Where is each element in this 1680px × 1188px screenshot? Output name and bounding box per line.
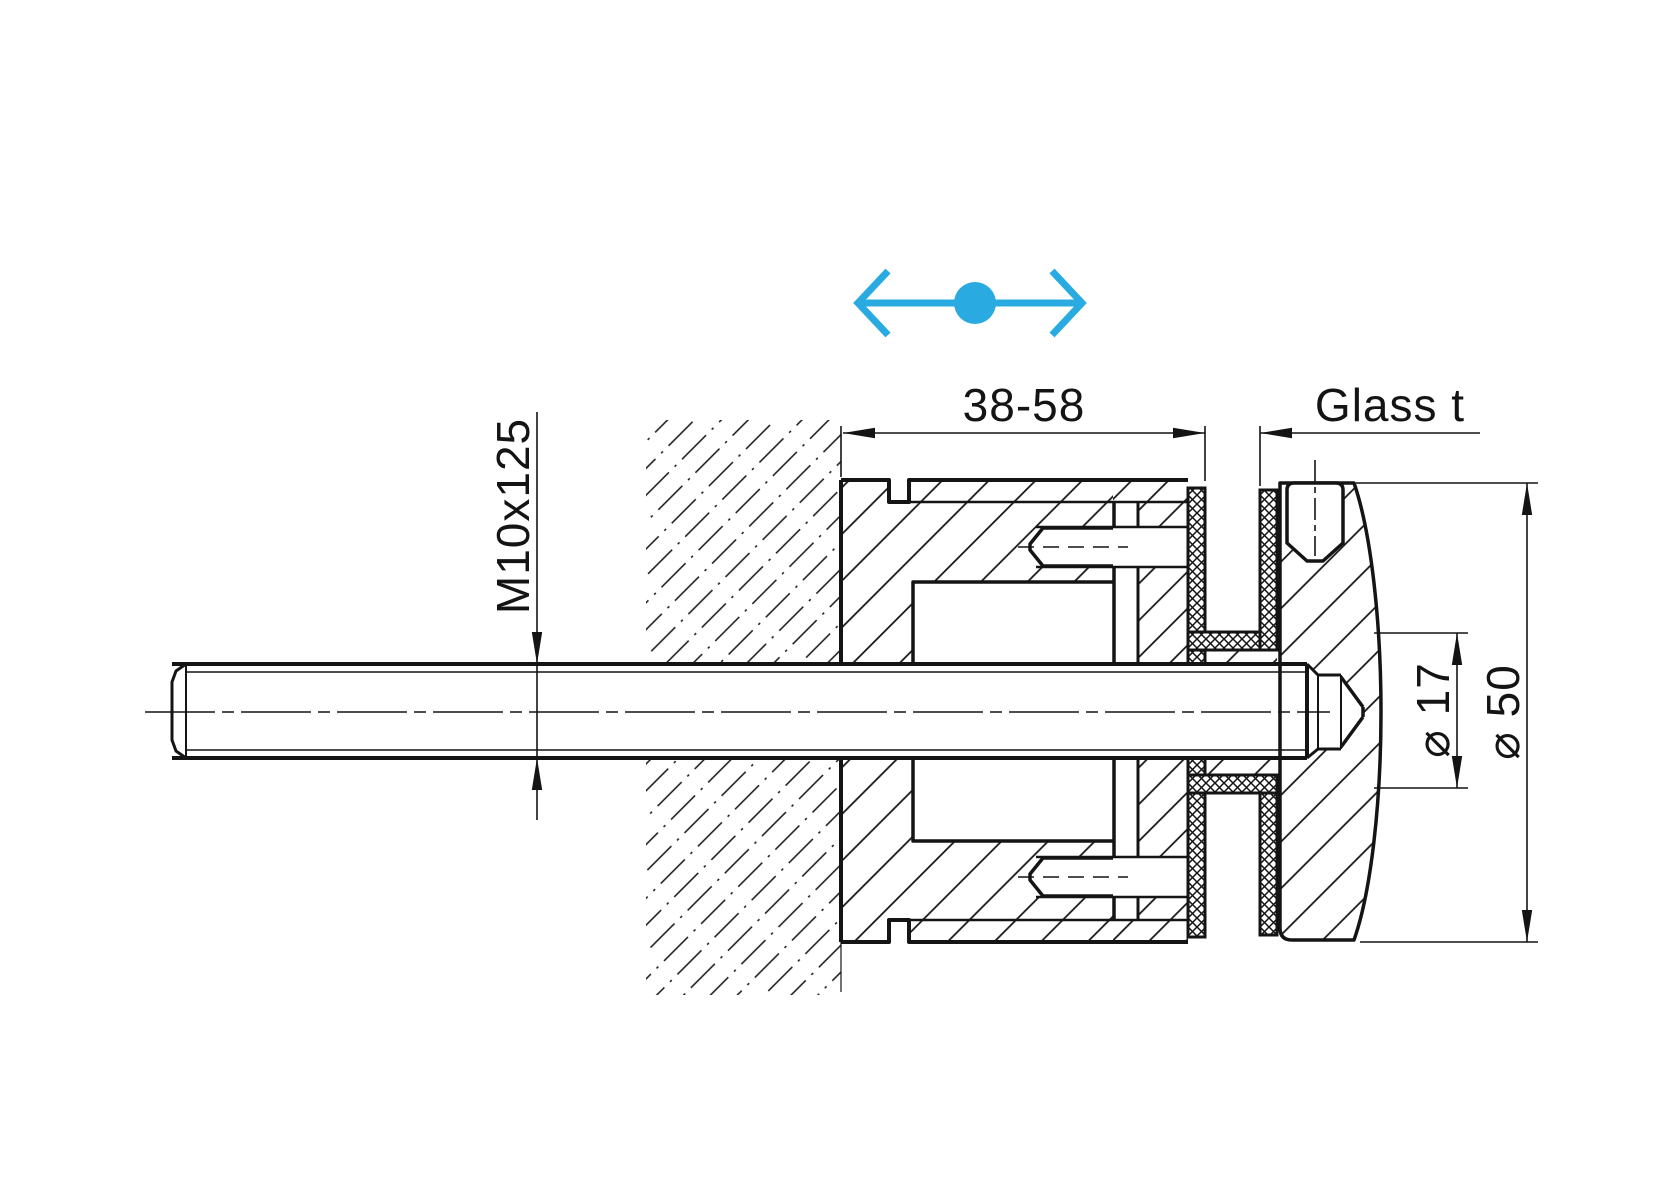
part-outlines: [170, 478, 1383, 944]
wall-hatch: [646, 420, 841, 995]
centerlines: [145, 460, 1330, 878]
horizontal-adjustability-arrow-icon: [853, 268, 1087, 338]
top-groove: [889, 477, 909, 503]
dimensions: 38-58 Glass t M10x125 ⌀ 17 ⌀ 50: [487, 379, 1538, 992]
set-screw-bore-lower: [1036, 857, 1188, 897]
dimension-arrowheads: [531, 427, 1533, 942]
label-glass-thickness: Glass t: [1315, 379, 1465, 431]
bottom-groove: [889, 918, 909, 944]
threaded-rod: [171, 664, 1363, 758]
label-thread-spec: M10x125: [487, 418, 539, 614]
white-reliefs: [889, 477, 1287, 944]
disc-lock-screw: [1285, 481, 1345, 563]
set-screw-bore-upper: [1036, 527, 1188, 567]
label-diameter-17: ⌀ 17: [1407, 662, 1459, 758]
label-diameter-50: ⌀ 50: [1477, 664, 1529, 760]
label-adjustable-depth: 38-58: [963, 379, 1086, 431]
